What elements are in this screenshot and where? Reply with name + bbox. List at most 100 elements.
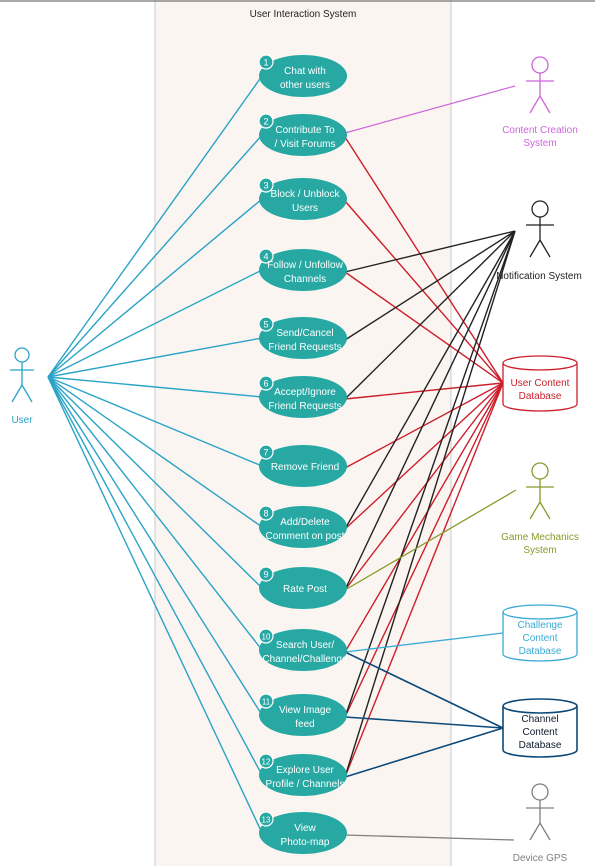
use-case-number-badge: [258, 113, 274, 129]
use-case-number: 6: [263, 379, 268, 389]
use-case-label: Photo-map: [281, 837, 330, 848]
user-association-line: [47, 134, 263, 378]
use-case-number-badge: [258, 693, 274, 709]
use-case-number-badge: [258, 566, 274, 582]
channel-db-association-line: [344, 716, 504, 729]
notification-label: Notification System: [496, 271, 582, 282]
use-case-ellipse: [259, 55, 347, 97]
use-case-number: 7: [263, 448, 268, 458]
use-case-number-badge: [258, 628, 274, 644]
use-case-number-badge: [258, 177, 274, 193]
use-case-label: Remove Friend: [271, 462, 339, 473]
use-case-number: 12: [262, 758, 271, 767]
challenge-db-label-1: Challenge: [517, 620, 562, 631]
notification-association-line: [344, 230, 516, 273]
game-mechanics-head-icon: [531, 462, 549, 480]
use-case-ellipse: [259, 317, 347, 359]
database-association-line: [344, 382, 504, 469]
channel-content-database: Channel Content Database: [502, 698, 578, 758]
use-case-number: 3: [263, 181, 268, 191]
use-case-number-badge: [258, 248, 274, 264]
use-case-ellipse: [259, 506, 347, 548]
use-case-ellipse: [259, 567, 347, 609]
use-case-label: Friend Requests: [268, 401, 341, 412]
user-association-line: [47, 75, 263, 378]
use-case-ellipse: [259, 376, 347, 418]
use-case-ellipse: [259, 812, 347, 854]
use-case-label: Rate Post: [283, 584, 327, 595]
user-head-icon: [14, 347, 30, 363]
use-case-label: Contribute To: [275, 125, 335, 136]
use-case-ellipse: [259, 249, 347, 291]
use-case-ellipse: [259, 445, 347, 487]
use-case-ellipse: [259, 629, 347, 671]
game-mechanics-association-line: [344, 489, 517, 591]
user-association-line: [47, 376, 263, 467]
use-case-label: Accept/Ignore: [274, 387, 336, 398]
user-content-database: User Content Database: [502, 355, 578, 412]
user-association-line: [47, 376, 263, 716]
database-association-line: [344, 382, 504, 530]
database-association-line: [344, 382, 504, 591]
use-case-number: 10: [262, 633, 271, 642]
game-mechanics-label-1: Game Mechanics: [501, 532, 579, 543]
use-case-label: Search User/: [276, 640, 335, 651]
use-case-number: 5: [263, 320, 268, 330]
content-creation-head-icon: [531, 56, 549, 74]
device-gps-actor: [526, 783, 554, 841]
use-case-number: 11: [262, 698, 271, 707]
use-case-ellipse: [259, 694, 347, 736]
use-case-number: 4: [263, 252, 268, 262]
content-creation-actor: [526, 56, 554, 114]
notification-association-line: [344, 230, 516, 778]
device-gps-head-icon: [531, 783, 549, 801]
user-association-line: [47, 376, 263, 651]
use-case-number: 9: [263, 570, 268, 580]
use-case-number-badge: [258, 54, 274, 70]
channel-db-association-line: [344, 727, 504, 778]
content-creation-label-1: Content Creation: [502, 125, 578, 136]
database-association-line: [344, 382, 504, 653]
use-case-number-badge: [258, 316, 274, 332]
challenge-db-label-2: Content: [522, 633, 557, 644]
use-case-label: Profile / Channels: [266, 779, 345, 790]
use-case-label: Chat with: [284, 66, 326, 77]
use-case-number-badge: [258, 375, 274, 391]
use-case-label: Explore User: [276, 765, 334, 776]
use-case-ellipse: [259, 114, 347, 156]
channel-db-label-1: Channel: [521, 714, 558, 725]
user-association-line: [47, 376, 263, 528]
use-case-label: feed: [295, 719, 314, 730]
notification-association-line: [344, 230, 516, 400]
use-case-number: 13: [262, 816, 271, 825]
channel-db-label-2: Content: [522, 727, 557, 738]
use-case-number: 1: [263, 58, 268, 68]
use-case-label: / Visit Forums: [275, 139, 336, 150]
channel-db-label-3: Database: [519, 740, 562, 751]
user-association-line: [47, 198, 263, 378]
use-case-label: Comment on post: [266, 531, 345, 542]
challenge-content-database: Challenge Content Database: [502, 604, 578, 662]
use-case-label: View: [294, 823, 316, 834]
use-case-number: 8: [263, 509, 268, 519]
user-association-line: [47, 376, 263, 589]
system-title: User Interaction System: [250, 9, 357, 20]
use-case-label: other users: [280, 80, 330, 91]
use-case-label: Channels: [284, 274, 326, 285]
use-case-label: Block / Unblock: [271, 189, 341, 200]
use-case-number-badge: [258, 505, 274, 521]
notification-association-line: [344, 230, 516, 530]
use-case-number-badge: [258, 444, 274, 460]
user-content-db-label-1: User Content: [511, 378, 570, 389]
user-association-line: [47, 376, 263, 776]
